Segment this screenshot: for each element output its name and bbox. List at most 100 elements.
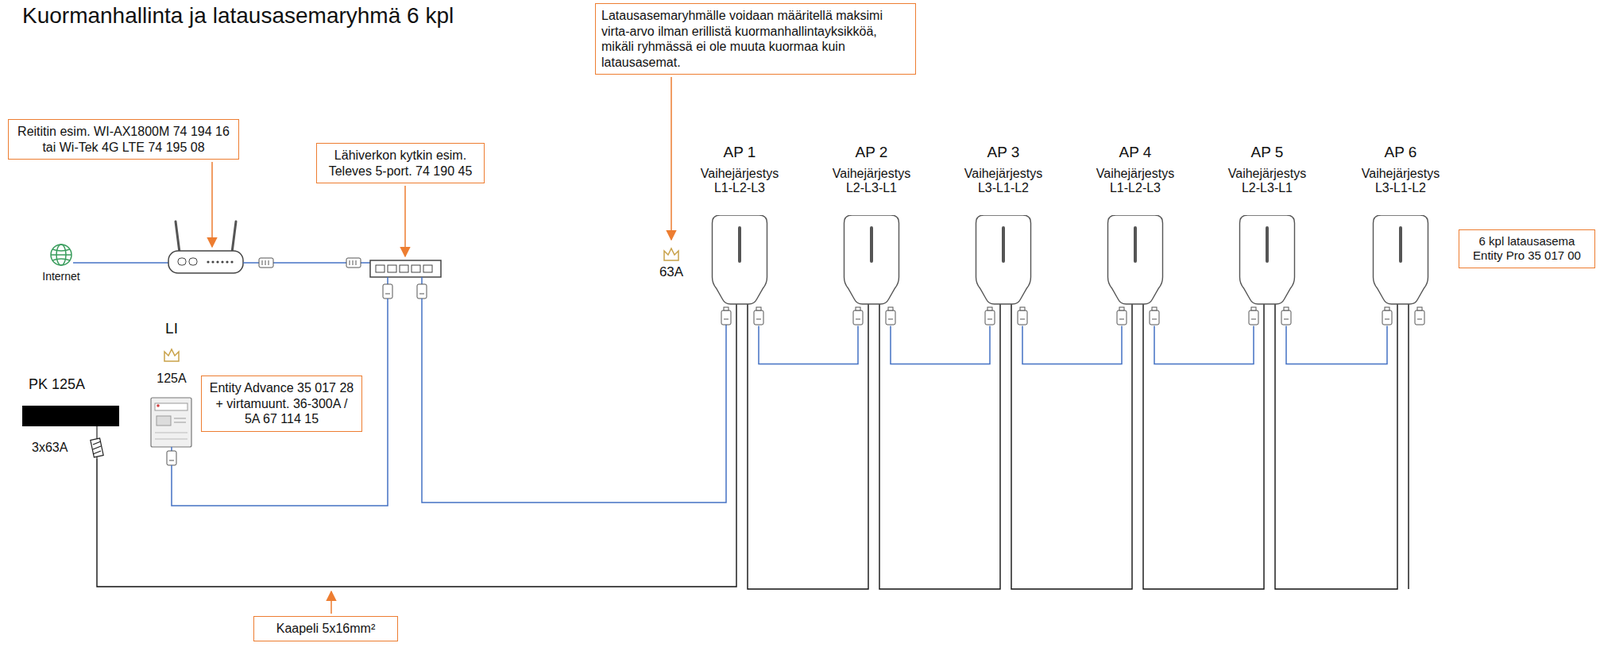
leader-arrow: [670, 77, 673, 240]
phase-order: Vaihejärjestys L3-L1-L2: [1351, 166, 1450, 197]
rj45-port: [888, 318, 893, 320]
load-manager-device: [154, 432, 188, 434]
rj45-port: [1151, 307, 1157, 311]
power-cable: [1143, 304, 1264, 590]
load-manager-device: [150, 398, 192, 466]
rj45-port: [1116, 307, 1127, 325]
distribution-board-bar: [22, 405, 120, 427]
rj45-port: [1149, 310, 1160, 325]
fuse-symbol: [90, 438, 104, 458]
rj45-plug: [386, 277, 389, 285]
rj45-port: [1020, 307, 1025, 311]
rj45-port: [756, 318, 762, 320]
rj45-port: [1414, 307, 1425, 325]
network-switch-icon: [370, 260, 441, 278]
power-cable: [879, 304, 1001, 590]
charging-station-body: [844, 215, 900, 305]
station-name: AP 4: [1119, 143, 1152, 163]
rj45-plug: [355, 260, 357, 266]
charging-station: AP 4 Vaihejärjestys L1-L2-L3: [1083, 143, 1187, 327]
rj45-port: [1414, 310, 1425, 325]
rj45-plug: [421, 277, 423, 285]
router-icon: [231, 221, 236, 253]
rj45-port: [1382, 307, 1392, 325]
rj45-port: [1151, 318, 1157, 320]
phase-order: Vaihejärjestys L2-L3-L1: [1217, 166, 1317, 197]
network-cable: [890, 326, 990, 365]
charging-station-body: [976, 215, 1032, 305]
internet-globe: [52, 258, 70, 261]
rj45-port: [1116, 310, 1127, 325]
rj45-port: [885, 307, 896, 325]
rj45-port: [1283, 318, 1289, 320]
rj45-port: [723, 318, 729, 320]
charging-station-body: [1083, 215, 1187, 327]
callout-text: Entity Advance 35 017 28 + virtamuunt. 3…: [207, 380, 356, 428]
rj45-port: [756, 307, 762, 311]
charging-station-body: [1215, 215, 1319, 327]
power-cable: [1275, 304, 1398, 590]
network-cable: [1286, 326, 1388, 365]
rj45-plug: [382, 277, 427, 299]
callout-box: 6 kpl latausasema Entity Pro 35 017 00: [1458, 229, 1596, 269]
network-switch-icon: [399, 265, 409, 273]
load-manager-device: [169, 460, 174, 462]
charging-station-body: [687, 215, 792, 327]
rj45-port: [888, 307, 893, 311]
rj45-port: [987, 307, 993, 311]
rj45-port: [987, 318, 993, 320]
load-manager-device: [150, 398, 192, 448]
rj45-port: [1119, 307, 1125, 311]
rj45-port: [1248, 310, 1259, 325]
router-icon: [230, 260, 233, 263]
station-housing: [844, 215, 900, 305]
rj45-port: [1248, 307, 1259, 325]
station-housing: [976, 215, 1032, 305]
network-cable: [73, 262, 169, 264]
rj45-port: [1382, 310, 1392, 325]
callout-text: Kaapeli 5x16mm²: [259, 621, 392, 638]
router-icon: [211, 260, 214, 263]
fuse-symbol: [96, 456, 97, 460]
rj45-plug: [346, 258, 361, 268]
load-manager-device: [154, 403, 188, 411]
station-light: [869, 226, 874, 263]
charging-station: AP 1Vaihejärjestys L1-L2-L3: [687, 143, 792, 327]
router-icon: [175, 221, 180, 253]
load-manager-device: [156, 404, 160, 408]
phase-order: Vaihejärjestys L1-L2-L3: [690, 166, 789, 197]
leader-arrow: [330, 591, 333, 615]
charging-station-body: [712, 215, 768, 305]
rj45-plug: [258, 258, 274, 268]
fuse-symbol: [92, 446, 101, 450]
board-label: LI: [165, 320, 178, 338]
leader-arrow: [211, 162, 213, 248]
load-manager-device: [170, 447, 173, 452]
station-name: AP 5: [1251, 143, 1284, 163]
rj45-plug: [268, 260, 270, 266]
rj45-port: [1149, 307, 1160, 325]
fuse-rating: 3x63A: [31, 440, 68, 456]
rj45-plug: [352, 260, 354, 266]
leader-arrow: [404, 185, 406, 257]
station-light: [738, 226, 742, 263]
phase-order: Vaihejärjestys L1-L2-L3: [1085, 166, 1185, 197]
rj45-port: [885, 310, 896, 325]
router-icon: [177, 258, 186, 266]
charging-station-body: [1373, 215, 1429, 305]
station-housing: [712, 215, 768, 305]
callout-box: Reititin esim. WI-AX1800M 74 194 16 tai …: [7, 119, 240, 160]
current-limit-symbol: [164, 349, 179, 362]
rj45-port: [1251, 307, 1257, 311]
load-manager-device: [156, 416, 171, 426]
network-switch-icon: [387, 265, 397, 273]
rj45-port: [1020, 318, 1025, 320]
station-housing: [1108, 215, 1164, 305]
rj45-port: [721, 310, 731, 325]
rj45-port: [723, 307, 729, 311]
station-light: [1133, 226, 1137, 263]
rj45-port: [985, 307, 995, 325]
internet-globe: [52, 249, 70, 252]
